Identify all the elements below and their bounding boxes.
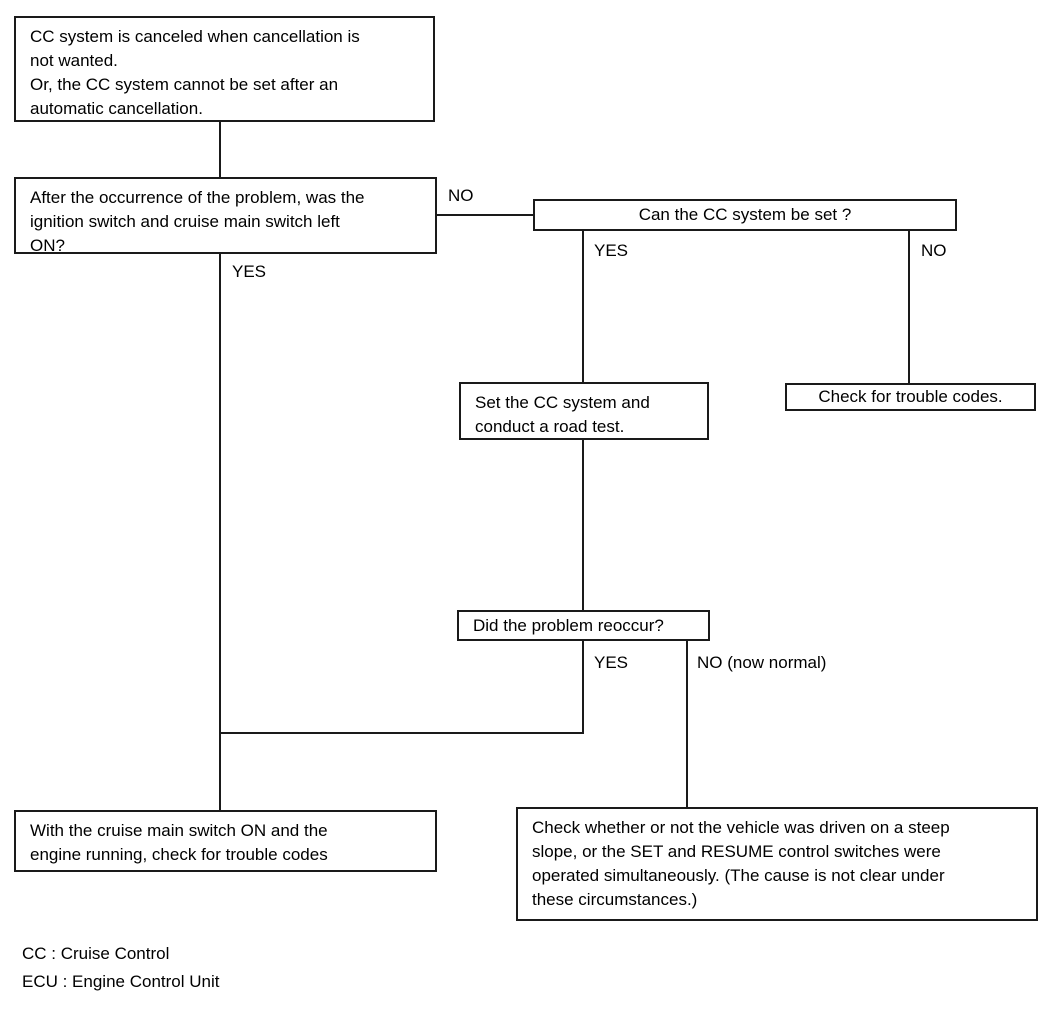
connector-symptom-to-ignition [219, 122, 221, 179]
node-question-ignition: After the occurrence of the problem, was… [14, 177, 437, 255]
edge-label-reoccur-yes: YES [594, 653, 629, 672]
node-symptom: CC system is canceled when cancellation … [14, 16, 435, 122]
connector-reoccur-yes-vertical [582, 641, 584, 734]
node-set-and-road-test-text: Set the CC system and conduct a road tes… [475, 393, 650, 436]
node-question-reoccur: Did the problem reoccur? [457, 610, 710, 641]
edge-label-canset-yes: YES [594, 241, 629, 260]
node-cruise-on-check-codes: With the cruise main switch ON and the e… [14, 810, 437, 872]
edge-label-ignition-no: NO [448, 186, 474, 205]
connector-left-down-to-final [219, 732, 221, 812]
legend-abbreviations: CC : Cruise Control ECU : Engine Control… [22, 944, 220, 991]
connector-ignition-no-horizontal [435, 214, 535, 216]
connector-reoccur-no-vertical [686, 641, 688, 809]
node-cruise-on-check-codes-text: With the cruise main switch ON and the e… [30, 821, 328, 864]
edge-label-canset-no: NO [921, 241, 947, 260]
node-symptom-text: CC system is canceled when cancellation … [30, 27, 360, 118]
connector-reoccur-yes-horizontal [219, 732, 584, 734]
node-question-can-set-text: Can the CC system be set ? [638, 205, 852, 224]
node-steep-slope-check: Check whether or not the vehicle was dri… [516, 807, 1038, 921]
node-check-trouble-codes-text: Check for trouble codes. [818, 387, 1003, 406]
edge-label-ignition-yes: YES [232, 262, 267, 281]
node-set-and-road-test: Set the CC system and conduct a road tes… [459, 382, 709, 440]
node-check-trouble-codes: Check for trouble codes. [785, 383, 1036, 411]
node-steep-slope-check-text: Check whether or not the vehicle was dri… [532, 818, 950, 909]
connector-canset-yes-vertical [582, 231, 584, 384]
connector-ignition-yes-vertical [219, 254, 221, 734]
connector-canset-no-vertical [908, 231, 910, 385]
node-question-can-set: Can the CC system be set ? [533, 199, 957, 231]
edge-label-reoccur-no: NO (now normal) [697, 653, 827, 672]
node-question-reoccur-text: Did the problem reoccur? [473, 616, 664, 635]
node-question-ignition-text: After the occurrence of the problem, was… [30, 188, 365, 255]
connector-settest-to-reoccur [582, 440, 584, 612]
